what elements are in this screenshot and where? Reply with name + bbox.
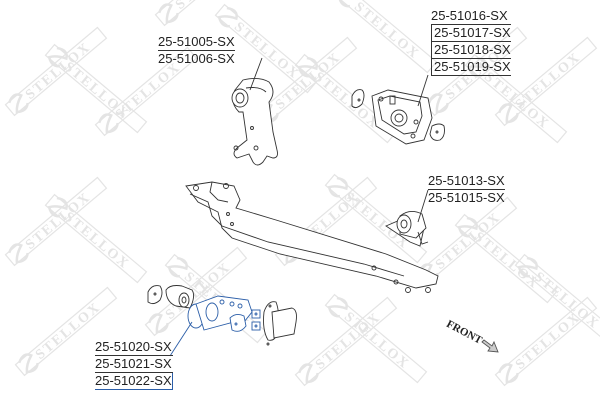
label-group-top-left: 25-51005-SX 25-51006-SX (158, 34, 235, 67)
part-number-25-51013-sx[interactable]: 25-51013-SX (428, 173, 505, 190)
part-number-25-51005-sx[interactable]: 25-51005-SX (158, 34, 235, 51)
highlighted-part-25-51022-sx[interactable] (169, 295, 261, 357)
part-number-25-51018-sx[interactable]: 25-51018-SX (431, 42, 511, 59)
engine-mount-mid-right[interactable] (385, 189, 429, 247)
transmission-mount-bottom-left[interactable] (147, 285, 195, 309)
part-number-25-51020-sx[interactable]: 25-51020-SX (95, 339, 173, 356)
rubber-bushing-bottom[interactable] (263, 301, 297, 346)
label-group-top-right: 25-51016-SX 25-51017-SX 25-51018-SX 25-5… (431, 8, 511, 76)
part-number-25-51017-sx[interactable]: 25-51017-SX (431, 25, 511, 42)
engine-mount-top-left[interactable] (231, 57, 278, 166)
part-number-25-51016-sx[interactable]: 25-51016-SX (431, 8, 511, 25)
engine-mount-top-right[interactable] (351, 74, 445, 145)
front-arrow-icon (481, 339, 499, 353)
label-group-bottom-left: 25-51020-SX 25-51021-SX 25-51022-SX (95, 339, 173, 390)
part-number-25-51006-sx[interactable]: 25-51006-SX (158, 51, 235, 66)
crossmember[interactable] (185, 181, 439, 293)
part-number-25-51021-sx[interactable]: 25-51021-SX (95, 356, 173, 373)
label-group-mid-right: 25-51013-SX 25-51015-SX (428, 173, 505, 206)
part-number-25-51019-sx[interactable]: 25-51019-SX (431, 59, 511, 76)
part-number-25-51022-sx[interactable]: 25-51022-SX (95, 373, 173, 390)
part-number-25-51015-sx[interactable]: 25-51015-SX (428, 190, 505, 205)
